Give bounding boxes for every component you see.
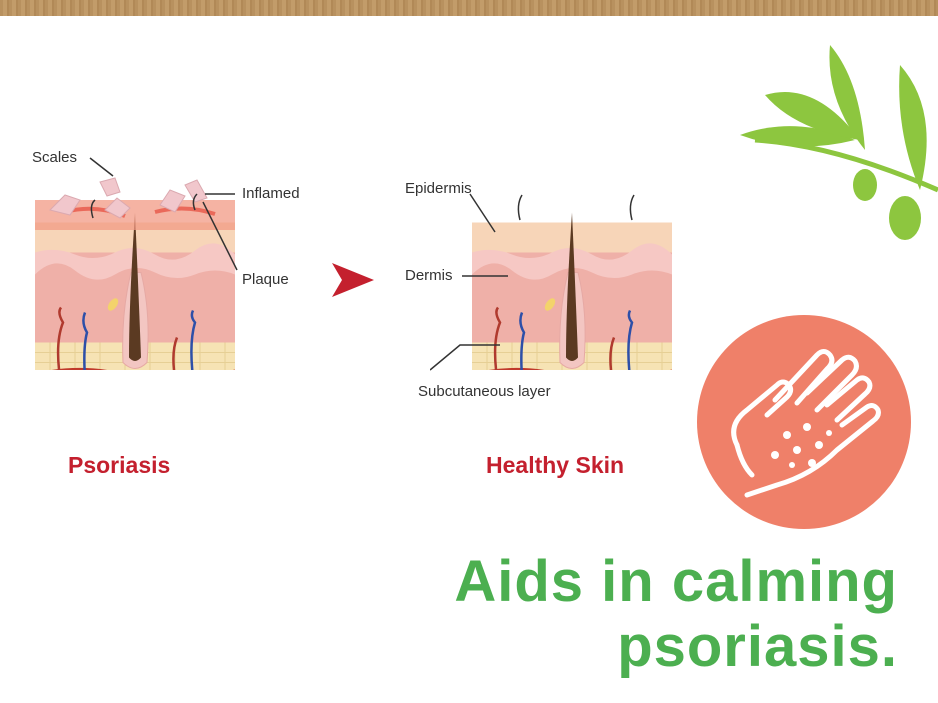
arrow-right-icon bbox=[332, 263, 374, 297]
psoriasis-leader-lines bbox=[89, 157, 238, 271]
psoriasis-skin-diagram bbox=[35, 177, 235, 370]
label-plaque: Plaque bbox=[242, 271, 289, 288]
headline-line-2: psoriasis. bbox=[617, 614, 898, 679]
olive-branch-icon bbox=[740, 45, 938, 240]
label-inflamed: Inflamed bbox=[242, 185, 300, 202]
label-dermis: Dermis bbox=[405, 267, 453, 284]
label-epidermis: Epidermis bbox=[405, 180, 472, 197]
top-border-band bbox=[0, 0, 938, 16]
label-subcutaneous: Subcutaneous layer bbox=[418, 383, 551, 400]
healthy-leader-lines bbox=[430, 193, 508, 371]
headline-line-1: Aids in calming bbox=[454, 549, 898, 614]
healthy-skin-diagram bbox=[472, 194, 672, 370]
caption-psoriasis: Psoriasis bbox=[68, 452, 171, 478]
hand-icon bbox=[697, 315, 911, 529]
caption-healthy-skin: Healthy Skin bbox=[486, 452, 625, 478]
label-scales: Scales bbox=[32, 149, 78, 166]
